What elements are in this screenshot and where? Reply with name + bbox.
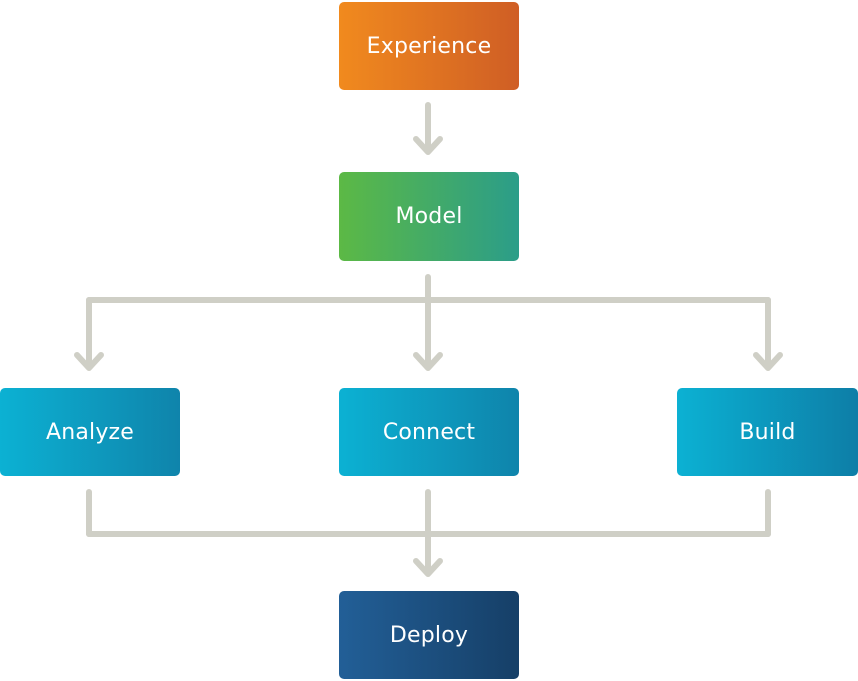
arrow-model-to-analyze (74, 297, 104, 371)
analyze-label: Analyze (45, 419, 135, 445)
connector-model-branch (86, 274, 771, 303)
build-label: Build (739, 419, 796, 445)
experience-node[interactable]: Experience (339, 2, 519, 90)
model-node[interactable]: Model (339, 172, 519, 261)
arrow-experience-to-model (413, 102, 443, 155)
connect-label: Connect (382, 419, 476, 445)
arrow-model-to-connect (413, 297, 443, 371)
deploy-node[interactable]: Deploy (339, 591, 519, 679)
model-label: Model (395, 204, 463, 229)
analyze-node[interactable]: Analyze (0, 388, 180, 476)
experience-label: Experience (366, 33, 492, 59)
connector-merge-to-deploy (86, 489, 771, 577)
deploy-label: Deploy (389, 622, 469, 648)
arrow-model-to-build (753, 297, 783, 371)
build-node[interactable]: Build (677, 388, 858, 476)
connect-node[interactable]: Connect (339, 388, 519, 476)
